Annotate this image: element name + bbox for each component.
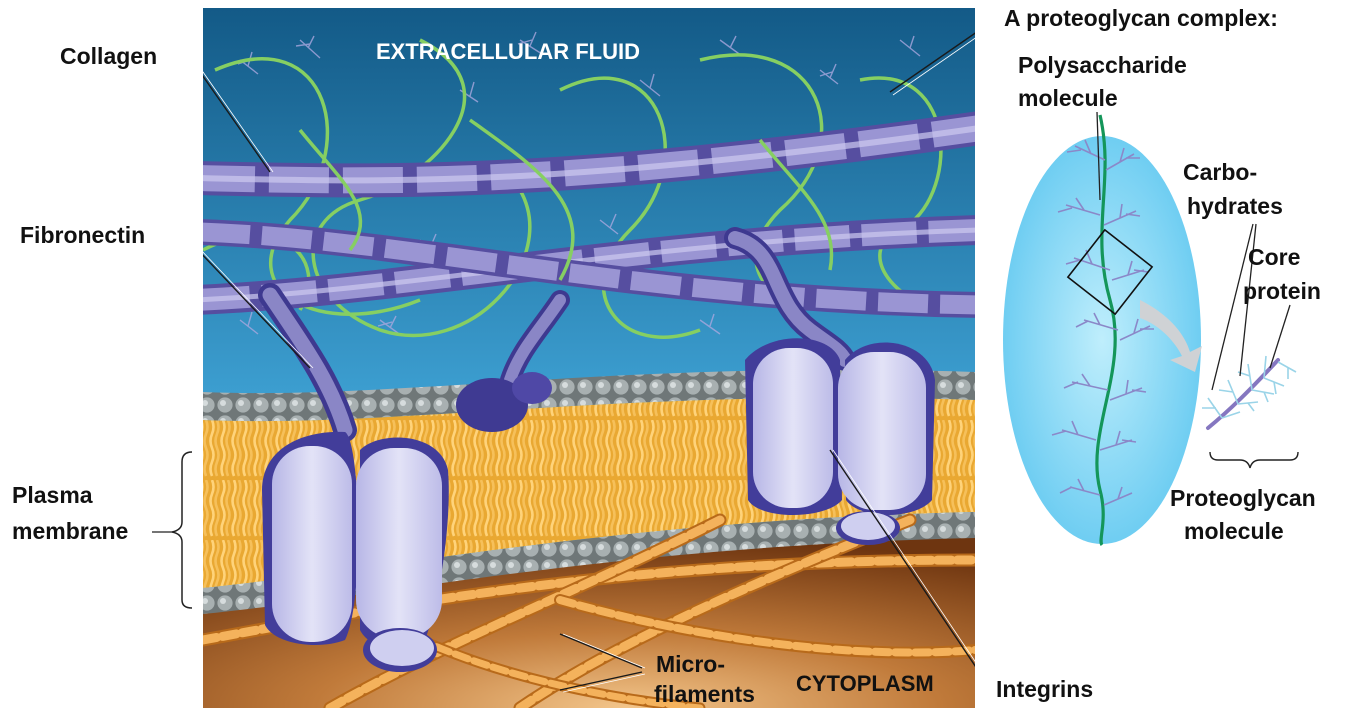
proteoglycan-molecule-zoom bbox=[1202, 356, 1296, 428]
plasma-membrane-bracket bbox=[172, 452, 192, 608]
microfilaments-label-line2: filaments bbox=[654, 681, 755, 708]
extracellular-fluid-label: EXTRACELLULAR FLUID bbox=[376, 38, 640, 65]
core-protein-label-line1: Core bbox=[1248, 244, 1300, 271]
proteoglycan-molecule-label-line2: molecule bbox=[1184, 518, 1284, 545]
peripheral-protein-lobe bbox=[512, 372, 552, 404]
carbohydrates-label-line2: hydrates bbox=[1187, 193, 1283, 220]
cytoplasm-label: CYTOPLASM bbox=[796, 670, 934, 697]
plasma-membrane-label-line1: Plasma bbox=[12, 482, 93, 509]
collagen-label: Collagen bbox=[60, 43, 157, 70]
zoom-carbohydrate-branches bbox=[1202, 356, 1296, 418]
integrins-label: Integrins bbox=[996, 676, 1093, 703]
proteoglycan-molecule-label-line1: Proteoglycan bbox=[1170, 485, 1316, 512]
proteoglycan-complex-label: A proteoglycan complex: bbox=[1004, 5, 1278, 32]
plasma-membrane-label-line2: membrane bbox=[12, 518, 128, 545]
fibronectin-label: Fibronectin bbox=[20, 222, 145, 249]
microfilaments-label-line1: Micro- bbox=[656, 651, 725, 678]
core-protein-label-line2: protein bbox=[1243, 278, 1321, 305]
carbohydrates-label-line1: Carbo- bbox=[1183, 159, 1257, 186]
polysaccharide-label-line2: molecule bbox=[1018, 85, 1118, 112]
proteoglycan-molecule-brace bbox=[1210, 452, 1298, 468]
cell-surface-panel bbox=[193, 8, 1000, 708]
core-protein-strand bbox=[1208, 360, 1278, 428]
polysaccharide-label-line1: Polysaccharide bbox=[1018, 52, 1187, 79]
